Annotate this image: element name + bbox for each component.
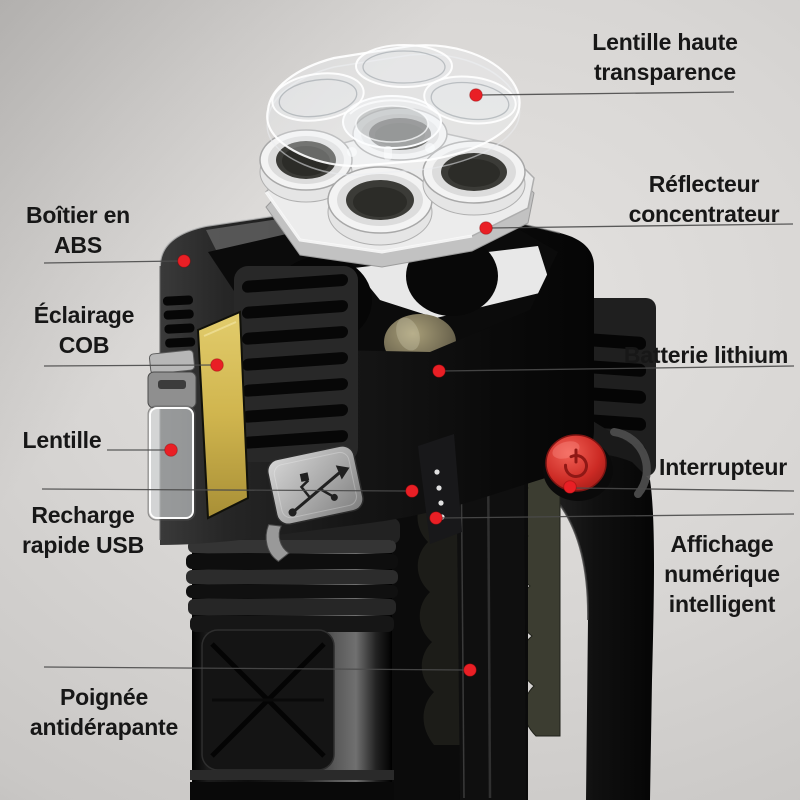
x-grip-panel	[201, 629, 335, 771]
marker-dot-boitier-en-abs	[177, 254, 191, 268]
leader-line-poignee-antiderapante	[43, 666, 467, 671]
head-cooling-fins	[234, 266, 358, 462]
leader-line-recharge-rapide-usb	[41, 488, 409, 492]
leader-line-affichage-numerique-intelligent	[439, 513, 795, 519]
cob-panel	[196, 310, 250, 520]
plate-lenses	[271, 44, 517, 125]
leader-line-batterie-lithium	[441, 365, 795, 372]
usb-flap	[265, 445, 364, 563]
head-left-fins	[162, 295, 196, 348]
marker-dot-reflecteur-concentrateur	[479, 221, 493, 235]
reflector-rings	[259, 107, 526, 246]
center-lens	[342, 95, 442, 160]
reflector-plate	[259, 107, 535, 268]
leader-line-lentille-haute-transparence	[479, 91, 735, 96]
marker-dot-affichage-numerique-intelligent	[429, 511, 443, 525]
marker-dot-recharge-rapide-usb	[405, 484, 419, 498]
power-button[interactable]	[543, 428, 651, 501]
leader-line-interrupteur	[574, 487, 795, 492]
spare-lens	[147, 405, 196, 521]
marker-dot-lentille-haute-transparence	[469, 88, 483, 102]
lens-plate	[266, 44, 521, 176]
marker-dot-batterie-lithium	[432, 364, 446, 378]
marker-dot-interrupteur	[563, 480, 577, 494]
leader-line-boitier-en-abs	[43, 260, 181, 264]
power-icon	[564, 448, 588, 478]
head	[159, 205, 594, 545]
marker-dot-lentille	[164, 443, 178, 457]
marker-dot-eclairage-cob	[210, 358, 224, 372]
battery	[384, 314, 456, 352]
leader-line-reflecteur-concentrateur	[489, 223, 794, 229]
clip-and-spare-lens	[147, 349, 197, 521]
leader-line-eclairage-cob	[43, 364, 214, 367]
marker-dot-poignee-antiderapante	[463, 663, 477, 677]
